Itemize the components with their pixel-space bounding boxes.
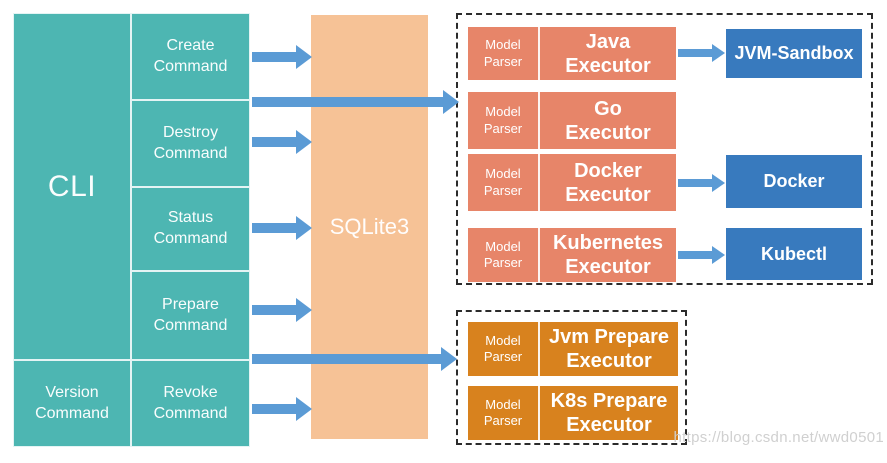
model-parser-box: Model Parser (468, 92, 540, 149)
arrow-java-to-jvmsandbox (678, 44, 725, 62)
sqlite3-box: SQLite3 (311, 15, 428, 439)
arrow-revoke-to-sqlite (252, 397, 312, 421)
arrow-head (712, 246, 725, 264)
kubernetes-executor-label: Kubernetes Executor (552, 232, 664, 278)
arrow-head (712, 44, 725, 62)
executor-name: Jvm Prepare Executor (540, 322, 678, 376)
go-executor-label: Go Executor (565, 97, 651, 144)
executor-name: K8s Prepare Executor (540, 386, 678, 440)
model-parser-label: Model Parser (483, 166, 523, 198)
model-parser-label: Model Parser (483, 332, 523, 364)
model-parser-box: Model Parser (468, 154, 540, 211)
model-parser-box: Model Parser (468, 27, 540, 80)
arrow-cli-to-executor-panel (252, 89, 459, 115)
docker-executor-label: Docker Executor (565, 159, 651, 206)
prepare-row-jvm: Model Parser Jvm Prepare Executor (468, 322, 678, 376)
sandbox-kubectl: Kubectl (726, 228, 862, 280)
arrow-cli-to-prepare-panel (252, 346, 457, 372)
arrow-head (712, 174, 725, 192)
arrow-docker-to-docker (678, 174, 725, 192)
arrow-kubernetes-to-kubectl (678, 246, 725, 264)
executor-row-docker: Model Parser Docker Executor (468, 154, 676, 211)
arrow-head (296, 298, 312, 322)
status-command-label: Status Command (153, 209, 228, 247)
arrow-shaft (678, 179, 713, 187)
executor-name: Go Executor (540, 92, 676, 149)
arrow-head (443, 90, 459, 114)
command-revoke: Revoke Command (131, 360, 250, 447)
jvm-prepare-executor-label: Jvm Prepare Executor (548, 326, 670, 372)
create-command-label: Create Command (153, 36, 228, 75)
arrow-create-to-sqlite (252, 45, 312, 69)
model-parser-label: Model Parser (483, 238, 523, 270)
executor-row-go: Model Parser Go Executor (468, 92, 676, 149)
destroy-command-label: Destroy Command (153, 123, 228, 162)
arrow-status-to-sqlite (252, 216, 312, 240)
arrow-head (296, 45, 312, 69)
java-executor-label: Java Executor (565, 30, 651, 77)
executor-name: Docker Executor (540, 154, 676, 211)
executor-name: Kubernetes Executor (540, 228, 676, 282)
arrow-shaft (678, 49, 713, 57)
arrow-head (441, 347, 457, 371)
arrow-shaft (252, 404, 297, 414)
prepare-panel: Model Parser Jvm Prepare Executor Model … (456, 310, 687, 445)
arrow-head (296, 130, 312, 154)
model-parser-box: Model Parser (468, 228, 540, 282)
arrow-shaft (252, 52, 297, 62)
arrow-head (296, 397, 312, 421)
cli-box: CLI (13, 13, 131, 360)
arrow-prepare-to-sqlite (252, 298, 312, 322)
arrow-shaft (252, 223, 297, 233)
executor-row-kubernetes: Model Parser Kubernetes Executor (468, 228, 676, 282)
prepare-row-k8s: Model Parser K8s Prepare Executor (468, 386, 678, 440)
arrow-shaft (252, 354, 442, 364)
command-status: Status Command (131, 187, 250, 271)
kubectl-sandbox-label: Kubectl (760, 243, 827, 264)
sandbox-jvm: JVM-Sandbox (726, 29, 862, 78)
revoke-command-label: Revoke Command (153, 383, 228, 422)
arrow-shaft (252, 137, 297, 147)
arrow-shaft (252, 305, 297, 315)
sandbox-docker: Docker (726, 155, 862, 208)
arrow-destroy-to-sqlite (252, 130, 312, 154)
sqlite3-label: SQLite3 (329, 214, 410, 239)
executor-row-java: Model Parser Java Executor (468, 27, 676, 80)
docker-sandbox-label: Docker (763, 171, 825, 191)
arrow-shaft (252, 97, 444, 107)
model-parser-label: Model Parser (483, 396, 523, 428)
version-command-label: Version Command (35, 383, 109, 422)
watermark: https://blog.csdn.net/wwd0501 (673, 429, 884, 446)
model-parser-label: Model Parser (483, 104, 523, 136)
k8s-prepare-executor-label: K8s Prepare Executor (550, 390, 668, 436)
model-parser-label: Model Parser (483, 37, 523, 69)
arrow-shaft (678, 251, 713, 259)
executor-panel: Model Parser Java Executor Model Parser … (456, 13, 873, 285)
arrow-head (296, 216, 312, 240)
command-destroy: Destroy Command (131, 100, 250, 187)
command-create: Create Command (131, 13, 250, 100)
cli-label: CLI (47, 170, 97, 203)
command-prepare: Prepare Command (131, 271, 250, 360)
model-parser-box: Model Parser (468, 322, 540, 376)
prepare-command-label: Prepare Command (153, 295, 228, 334)
command-version: Version Command (13, 360, 131, 447)
model-parser-box: Model Parser (468, 386, 540, 440)
jvm-sandbox-label: JVM-Sandbox (734, 43, 854, 63)
executor-name: Java Executor (540, 27, 676, 80)
